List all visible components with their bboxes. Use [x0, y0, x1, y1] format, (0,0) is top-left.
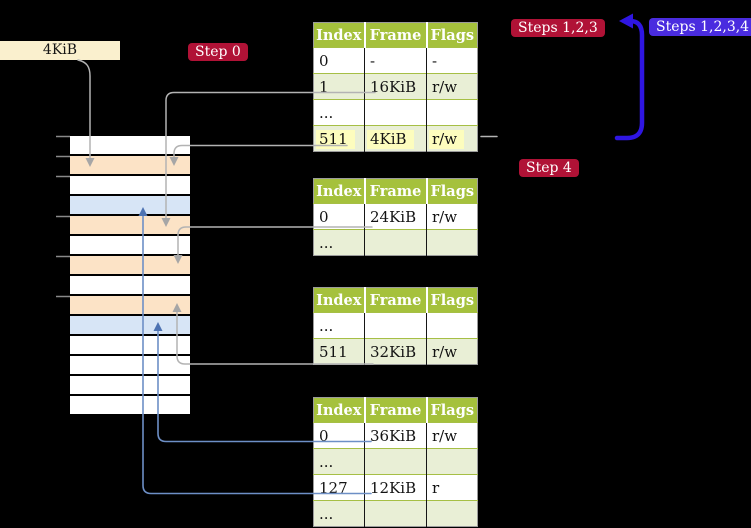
- column-header: Flags: [426, 178, 478, 204]
- column-header: Index: [313, 22, 366, 48]
- table-cell: r: [426, 474, 478, 501]
- table-cell: r/w: [426, 422, 478, 449]
- steps1234-badge: Steps 1,2,3,4: [649, 18, 751, 36]
- highlighted-value: 4KiB: [367, 129, 414, 149]
- column-header: Flags: [426, 397, 478, 423]
- table-cell: r/w: [426, 125, 478, 152]
- table-cell: ...: [313, 312, 365, 339]
- table-cell: 511: [313, 125, 365, 152]
- memory-frame-row: [70, 296, 190, 316]
- table-row: ...: [313, 312, 478, 339]
- physical-memory-column: [70, 136, 190, 416]
- table-cell: ...: [313, 99, 365, 126]
- table-cell: [364, 500, 427, 527]
- table-cell: [426, 448, 478, 475]
- table-cell: ...: [313, 448, 365, 475]
- memory-frame-row: [70, 396, 190, 416]
- memory-frame-row: [70, 276, 190, 296]
- table-cell: [426, 99, 478, 126]
- column-header: Flags: [426, 22, 478, 48]
- column-header: Frame: [364, 22, 428, 48]
- memory-frame-row: [70, 376, 190, 396]
- column-header: Index: [313, 397, 366, 423]
- table-cell: 127: [313, 474, 365, 501]
- table-row: ...: [313, 500, 478, 527]
- memory-frame-row: [70, 336, 190, 356]
- memory-frame-row: [70, 316, 190, 336]
- table-cell: [426, 229, 478, 256]
- highlighted-value: r/w: [429, 129, 465, 149]
- table-cell: [426, 312, 478, 339]
- table-cell: ...: [313, 229, 365, 256]
- table-row: ...: [313, 99, 478, 126]
- column-header: Frame: [364, 397, 428, 423]
- memory-frame-row: [70, 176, 190, 196]
- table-cell: r/w: [426, 338, 478, 365]
- table-row: ...: [313, 229, 478, 256]
- cr3-frame-label: 4KiB: [0, 41, 120, 60]
- table-cell: 511: [313, 338, 365, 365]
- table-cell: 12KiB: [364, 474, 427, 501]
- table-row: 0--: [313, 47, 478, 74]
- memory-frame-row: [70, 196, 190, 216]
- memory-frame-row: [70, 216, 190, 236]
- steps123-badge: Steps 1,2,3: [511, 19, 605, 37]
- table-cell: [364, 448, 427, 475]
- table-row: ...: [313, 448, 478, 475]
- table-cell: 0: [313, 203, 365, 230]
- memory-frame-row: [70, 356, 190, 376]
- table-row: 511 4KiB r/w: [313, 125, 478, 152]
- column-header: Frame: [364, 178, 428, 204]
- column-header: Index: [313, 287, 366, 313]
- table-cell: ...: [313, 500, 365, 527]
- highlighted-value: 511: [316, 129, 355, 149]
- memory-frame-row: [70, 256, 190, 276]
- table-cell: 16KiB: [364, 73, 427, 100]
- table-cell: -: [426, 47, 478, 74]
- table-cell: 0: [313, 47, 365, 74]
- recursive-loop-arrow: [614, 18, 645, 141]
- table-cell: r/w: [426, 203, 478, 230]
- table-cell: [426, 500, 478, 527]
- arrowhead-left-icon: [619, 13, 633, 29]
- column-header: Index: [313, 178, 366, 204]
- table-cell: r/w: [426, 73, 478, 100]
- table-cell: 36KiB: [364, 422, 427, 449]
- table-cell: [364, 99, 427, 126]
- table-cell: 24KiB: [364, 203, 427, 230]
- memory-frame-row: [70, 236, 190, 256]
- step4-badge: Step 4: [519, 159, 579, 177]
- column-header: Flags: [426, 287, 478, 313]
- table-cell: 4KiB: [364, 125, 427, 152]
- table-cell: [364, 229, 427, 256]
- table-cell: 1: [313, 73, 365, 100]
- memory-frame-row: [70, 156, 190, 176]
- table-cell: 32KiB: [364, 338, 427, 365]
- column-header: Frame: [364, 287, 428, 313]
- table-cell: [364, 312, 427, 339]
- table-cell: 0: [313, 422, 365, 449]
- table-cell: -: [364, 47, 427, 74]
- memory-frame-row: [70, 136, 190, 156]
- step0-badge: Step 0: [188, 43, 248, 61]
